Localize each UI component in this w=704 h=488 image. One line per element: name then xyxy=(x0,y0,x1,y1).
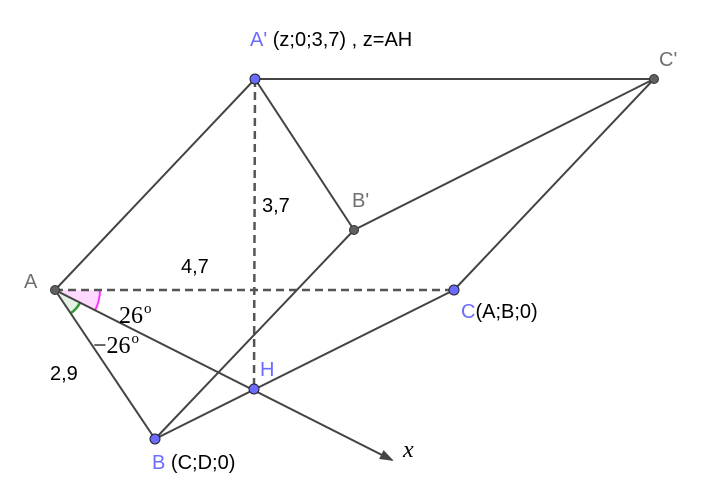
point-H[interactable] xyxy=(248,383,260,395)
A-prime-coordinates: (z;0;3,7) , z=AH xyxy=(272,29,413,51)
label-A: A xyxy=(24,271,38,293)
ray-x-axis[interactable] xyxy=(54,289,394,461)
x-axis-label: x xyxy=(403,437,414,463)
segment-BC[interactable] xyxy=(154,289,455,440)
angle-alpha-label: 26o xyxy=(119,301,152,329)
label-B: B xyxy=(152,452,166,474)
degree-symbol: o xyxy=(144,301,152,317)
label-C-group: C(A;B;0) xyxy=(461,302,538,322)
label-C: C xyxy=(461,301,476,323)
segment-AprimeBprime[interactable] xyxy=(254,78,355,231)
label-B-group: B (C;D;0) xyxy=(152,453,235,473)
point-C-prime[interactable] xyxy=(649,74,659,84)
height-measure: 3,7 xyxy=(262,195,290,217)
segment-AprimeH-dashed[interactable] xyxy=(252,78,257,390)
segment-AB[interactable] xyxy=(54,289,156,440)
point-B[interactable] xyxy=(149,433,161,445)
point-B-prime[interactable] xyxy=(349,225,359,235)
segment-BprimeCprime[interactable] xyxy=(353,78,655,231)
label-B-prime: B' xyxy=(352,190,370,212)
B-coordinates: (C;D;0) xyxy=(170,452,236,474)
point-C[interactable] xyxy=(448,284,460,296)
segment-CCprime[interactable] xyxy=(453,78,655,291)
angle-beta-value: −26 xyxy=(93,333,131,359)
AB-measure: 2,9 xyxy=(50,363,78,385)
angle-alpha-value: 26 xyxy=(119,303,143,329)
label-C-prime: C' xyxy=(659,49,678,71)
C-coordinates: (A;B;0) xyxy=(475,301,538,323)
segment-AAprime[interactable] xyxy=(54,78,256,291)
label-A-prime-group: A' (z;0;3,7) , z=AH xyxy=(250,30,412,50)
angle-beta-label: −26o xyxy=(93,331,140,359)
segment-BBprime[interactable] xyxy=(154,229,355,440)
point-A[interactable] xyxy=(50,285,60,295)
degree-symbol: o xyxy=(131,331,140,347)
angle-beta-sector xyxy=(55,290,81,314)
AC-measure: 4,7 xyxy=(181,256,209,278)
label-H: H xyxy=(260,359,275,381)
label-A-prime: A' xyxy=(250,29,268,51)
point-A-prime[interactable] xyxy=(249,73,261,85)
